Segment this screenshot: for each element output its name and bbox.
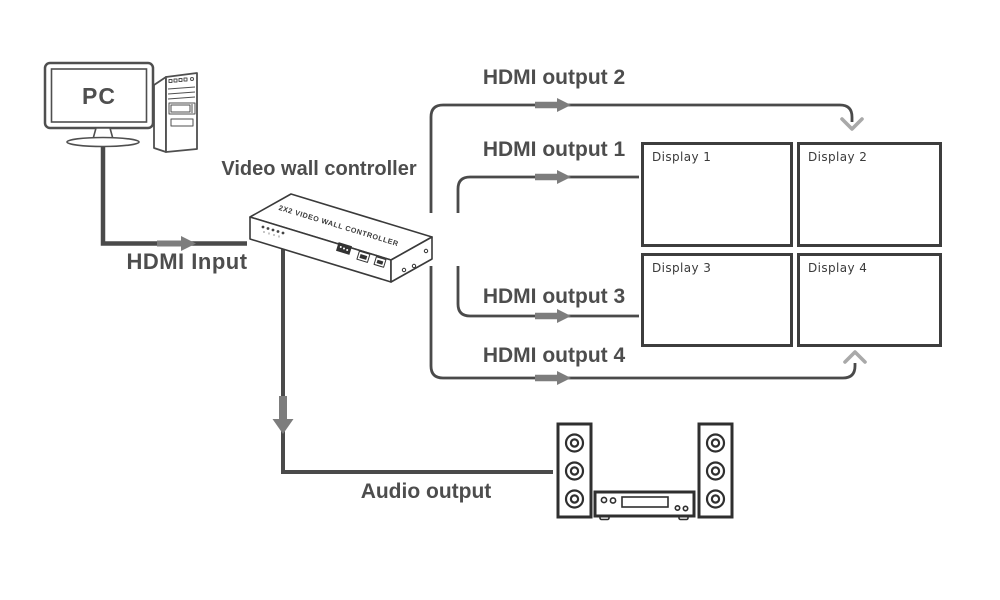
controller-device-icon: 2X2 VIDEO WALL CONTROLLER xyxy=(249,193,433,283)
hdmi-output-3-line xyxy=(456,266,639,318)
hdmi-output-3-label: HDMI output 3 xyxy=(482,285,626,308)
display-4-screen: Display 4 xyxy=(797,253,942,347)
hdmi-output-2-line xyxy=(429,103,854,213)
hdmi-output-1-line xyxy=(456,175,639,213)
display-1-label: Display 1 xyxy=(652,150,712,164)
display-1-screen: Display 1 xyxy=(641,142,793,247)
arrow-down-icon xyxy=(272,396,294,434)
display-3-screen: Display 3 xyxy=(641,253,793,347)
pc-monitor-icon xyxy=(43,61,155,148)
arrow-right-icon xyxy=(535,371,571,385)
video-wall-controller-label: Video wall controller xyxy=(221,158,417,180)
hdmi-input-arrow-icon xyxy=(157,236,196,251)
controller-port-icon xyxy=(373,256,387,268)
arrow-right-icon xyxy=(535,309,571,323)
pc-computer xyxy=(43,61,198,153)
hdmi-output-lines xyxy=(429,103,857,380)
pc-tower-icon xyxy=(153,72,198,153)
arrow-right-icon xyxy=(535,98,571,112)
flow-arrows xyxy=(535,98,571,385)
controller-port-icon xyxy=(356,250,371,263)
speaker-right-icon xyxy=(697,422,734,519)
audio-system-icon xyxy=(556,422,734,521)
display-4-label: Display 4 xyxy=(808,261,868,275)
chevron-down-icon xyxy=(840,117,864,131)
controller-led-icons xyxy=(261,225,285,238)
hdmi-output-4-line xyxy=(429,266,857,380)
controller-side-port-icons xyxy=(401,248,429,273)
hdmi-input-line xyxy=(100,140,247,251)
display-3-label: Display 3 xyxy=(652,261,712,275)
hdmi-input-label: HDMI Input xyxy=(126,249,248,274)
display-2-screen: Display 2 xyxy=(797,142,942,247)
amplifier-icon xyxy=(593,490,696,521)
display-2-label: Display 2 xyxy=(808,150,868,164)
chevron-arrows xyxy=(840,117,867,364)
hdmi-output-4-label: HDMI output 4 xyxy=(482,344,626,367)
hdmi-output-2-label: HDMI output 2 xyxy=(482,66,626,89)
arrow-right-icon xyxy=(535,170,571,184)
chevron-up-icon xyxy=(843,350,867,364)
speaker-left-icon xyxy=(556,422,593,519)
controller-dip-switch-icon xyxy=(335,242,353,255)
audio-output-line xyxy=(272,249,553,474)
hdmi-output-1-label: HDMI output 1 xyxy=(482,138,626,161)
audio-output-label: Audio output xyxy=(360,480,492,503)
pc-label: PC xyxy=(82,83,116,109)
